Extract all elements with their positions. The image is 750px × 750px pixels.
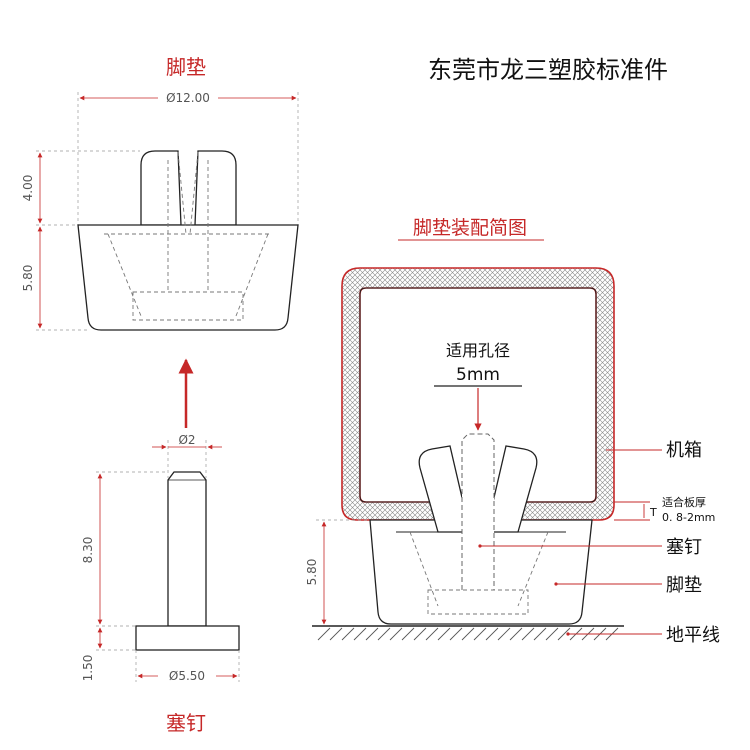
assembly-foot-pad-right-finger xyxy=(485,445,538,533)
plug-pin-shaft xyxy=(167,471,207,627)
plate-thickness-value: 0. 8-2mm xyxy=(662,511,715,524)
assembly-height-label: 5.80 xyxy=(305,559,319,586)
foot-pad-left-finger xyxy=(140,150,182,226)
plate-thickness-caption: 适合板厚 xyxy=(662,495,706,509)
ground-label: 地平线 xyxy=(666,625,720,646)
foot-pad-right-finger xyxy=(194,150,237,226)
plug-pin-title: 塞钉 xyxy=(166,711,206,735)
hole-size-caption: 适用孔径 xyxy=(446,341,510,360)
plate-thickness-symbol: T xyxy=(649,506,657,519)
plug-pin-head-height-label: 1.50 xyxy=(81,655,95,682)
assembly-plug-pin xyxy=(461,433,495,590)
assembly-foot-pad-left-finger xyxy=(418,445,471,533)
plug-pin-head-diameter-label: Ø5.50 xyxy=(169,669,205,683)
assembly-view: 脚垫装配简图 xyxy=(305,217,720,646)
assembly-pad-label: 脚垫 xyxy=(666,575,702,596)
foot-pad-title: 脚垫 xyxy=(166,55,206,79)
company-title: 东莞市龙三塑胶标准件 xyxy=(428,56,668,84)
assembly-pin-label: 塞钉 xyxy=(666,537,702,558)
foot-pad-view: 脚垫 Ø12.00 4.00 5.80 xyxy=(21,55,299,331)
foot-pad-top-height-label: 4.00 xyxy=(21,175,35,202)
hole-size-value: 5mm xyxy=(456,365,500,385)
foot-pad-diameter-label: Ø12.00 xyxy=(166,91,210,105)
foot-pad-body-height-label: 5.80 xyxy=(21,265,35,292)
assembly-title: 脚垫装配简图 xyxy=(413,217,527,239)
plug-pin-shaft-diameter-label: Ø2 xyxy=(178,433,195,447)
chassis-label: 机箱 xyxy=(666,440,702,461)
plug-pin-shaft-height-label: 8.30 xyxy=(81,537,95,564)
plug-pin-head xyxy=(135,625,240,651)
plug-pin-view: Ø2 8.30 1.50 Ø5.50 塞钉 xyxy=(81,433,240,735)
